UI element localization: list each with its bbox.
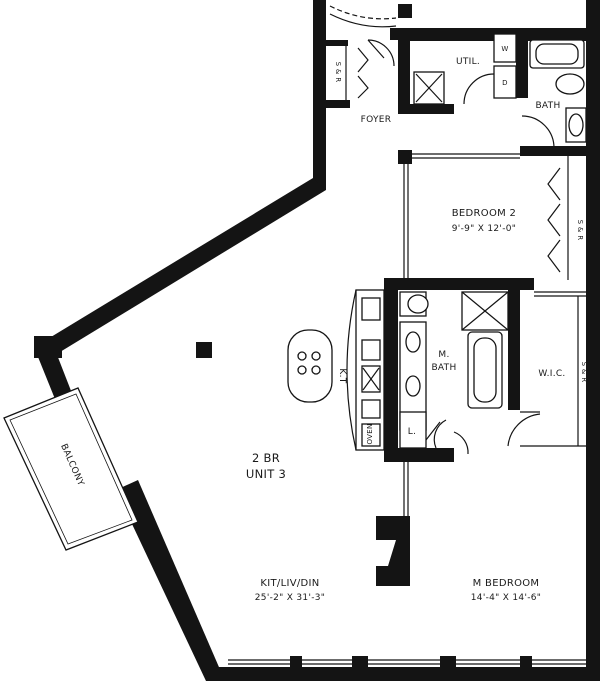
label-wic-closet: S & R: [580, 362, 588, 383]
label-dryer: D: [502, 79, 508, 87]
label-foyer: FOYER: [361, 115, 392, 125]
label-m-bath-1: M.: [438, 350, 449, 360]
label-m-bedroom: M BEDROOM: [473, 578, 540, 589]
kitchen-counter: [346, 289, 385, 451]
balcony: [3, 387, 139, 551]
master-bedroom-walls: [376, 462, 410, 586]
label-kit-liv-din-dims: 25'-2" X 31'-3": [255, 593, 325, 603]
label-m-bedroom-dims: 14'-4" X 14'-6": [471, 593, 541, 603]
bath-2: [520, 39, 587, 156]
entry-arc: [329, 5, 397, 28]
label-washer: W: [501, 45, 508, 53]
label-kit-liv-din: KIT/LIV/DIN: [260, 578, 319, 589]
foyer-closet: [326, 28, 404, 108]
label-bedroom-2: BEDROOM 2: [452, 208, 516, 219]
core-walls: [384, 278, 586, 462]
label-foyer-closet: S & R: [334, 62, 342, 83]
bedroom-2-walls: [398, 150, 569, 282]
label-unit-1: 2 BR: [252, 451, 280, 465]
column: [196, 342, 212, 358]
master-bath-fixtures: [399, 291, 509, 455]
label-linen: L.: [408, 427, 416, 437]
label-bedroom-2-dims: 9'-9" X 12'-0": [452, 224, 516, 234]
utility-room: [398, 28, 528, 114]
kitchen-island: [287, 329, 333, 403]
label-kit: K.T: [337, 368, 347, 383]
label-m-bath-2: BATH: [431, 363, 456, 373]
label-oven: OVEN: [366, 423, 374, 444]
label-util: UTIL.: [456, 57, 480, 67]
label-unit-2: UNIT 3: [246, 467, 286, 481]
label-wic: W.I.C.: [538, 369, 565, 379]
label-bedroom2-closet: S & R: [576, 220, 584, 241]
label-bath: BATH: [535, 101, 560, 111]
